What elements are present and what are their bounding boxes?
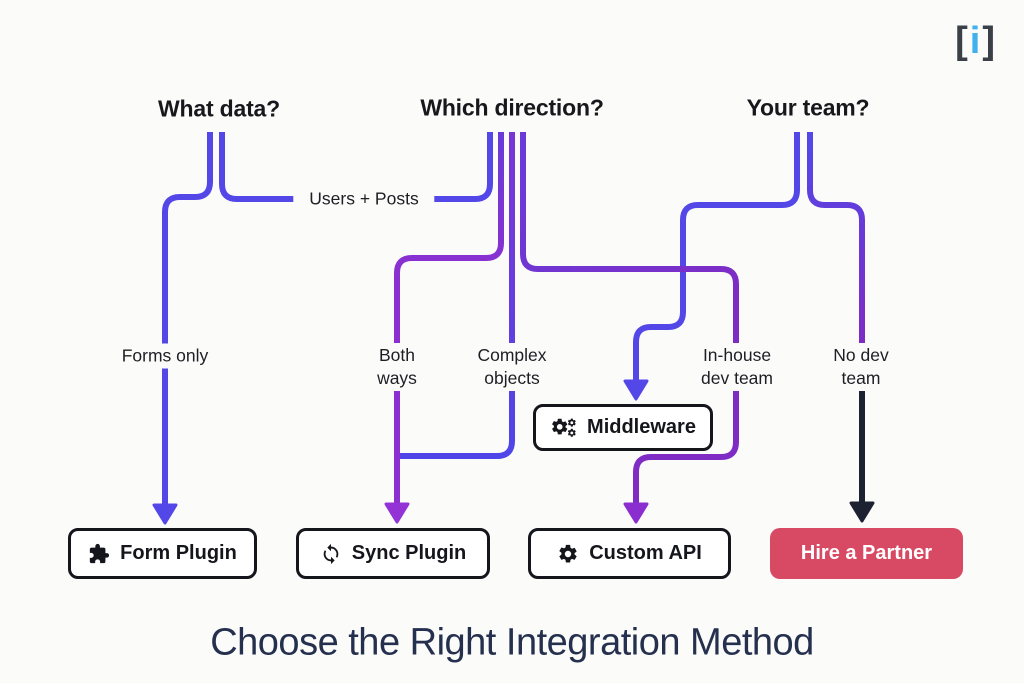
middleware-node[interactable]: Middleware — [533, 404, 713, 451]
edge-complex-objects-line — [397, 132, 515, 459]
page-title: Choose the Right Integration Method — [210, 621, 814, 664]
sync-plugin-label: Sync Plugin — [351, 542, 467, 564]
edge-label-complex-objects: Complex objects — [470, 343, 554, 391]
gears-icon — [552, 418, 576, 437]
logo-right-bracket: ] — [982, 20, 995, 62]
arrow-custom-api — [623, 502, 649, 524]
brand-logo: [ i ] — [955, 20, 995, 62]
edge-label-forms-only: Forms only — [114, 343, 216, 369]
middleware-label: Middleware — [587, 416, 696, 438]
edge-label-no-dev-team: No dev team — [826, 343, 896, 391]
form-plugin-node[interactable]: Form Plugin — [68, 528, 257, 579]
edge-forms-only-line — [162, 132, 213, 507]
form-plugin-label: Form Plugin — [120, 542, 237, 564]
gear-icon — [559, 544, 577, 563]
edge-no-dev-upper-line — [807, 132, 865, 360]
header-what-data: What data? — [158, 95, 280, 122]
header-your-team: Your team? — [746, 94, 870, 121]
custom-api-node[interactable]: Custom API — [528, 528, 731, 579]
puzzle-icon — [89, 543, 110, 563]
arrow-hire-partner — [849, 501, 875, 523]
arrow-middleware — [623, 379, 649, 401]
header-which-direction: Which direction? — [420, 94, 604, 121]
arrow-sync-plugin — [384, 502, 410, 524]
logo-left-bracket: [ — [955, 20, 968, 62]
edge-label-in-house-dev-team: In-house dev team — [694, 343, 780, 391]
logo-letter-i: i — [969, 20, 981, 62]
edge-label-users-posts: Users + Posts — [293, 186, 435, 212]
sync-icon — [323, 543, 339, 564]
hire-partner-label: Hire a Partner — [800, 542, 933, 564]
arrow-form-plugin — [152, 503, 178, 525]
edge-both-ways-line — [394, 132, 504, 506]
custom-api-label: Custom API — [589, 542, 702, 564]
hire-partner-node[interactable]: Hire a Partner — [770, 528, 963, 579]
sync-plugin-node[interactable]: Sync Plugin — [296, 528, 490, 579]
edge-label-both-ways: Both ways — [370, 343, 424, 391]
